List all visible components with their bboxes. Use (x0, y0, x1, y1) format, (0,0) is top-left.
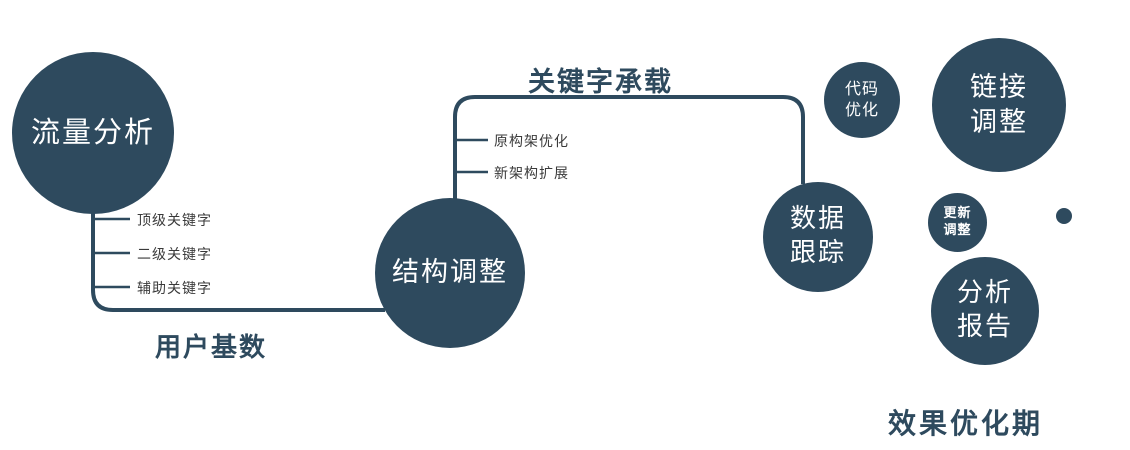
branch-label-framework-opt: 原构架优化 (494, 134, 569, 150)
dot-marker (1056, 208, 1072, 224)
node-update-adjustment: 更新 调整 (928, 193, 987, 252)
node-link-adjustment-line1: 链接 (970, 71, 1028, 103)
node-code-optimization: 代码 优化 (824, 62, 900, 138)
node-update-adjustment-line2: 调整 (943, 222, 972, 238)
edge-label-user-base: 用户基数 (155, 333, 268, 363)
node-data-tracking: 数据 跟踪 (763, 182, 873, 292)
node-analysis-report-line2: 报告 (956, 312, 1013, 342)
branch-label-framework-expand: 新架构扩展 (494, 166, 569, 182)
phase-label-effect-optimization: 效果优化期 (888, 407, 1044, 440)
node-traffic-analysis: 流量分析 (12, 52, 174, 214)
branch-label-aux-keyword: 辅助关键字 (137, 281, 212, 297)
node-structure-adjustment-label: 结构调整 (392, 257, 508, 289)
node-data-tracking-line2: 跟踪 (789, 238, 846, 268)
node-code-optimization-line2: 优化 (844, 100, 879, 119)
node-update-adjustment-line1: 更新 (943, 205, 972, 221)
path-structure-to-tracking (453, 95, 805, 212)
branch-label-second-keyword: 二级关键字 (137, 247, 212, 263)
node-code-optimization-line1: 代码 (844, 79, 879, 99)
branch-label-top-keyword: 顶级关键字 (137, 213, 212, 229)
path-traffic-to-structure (91, 200, 385, 312)
node-link-adjustment: 链接 调整 (932, 38, 1066, 172)
node-link-adjustment-line2: 调整 (970, 107, 1028, 138)
node-data-tracking-line1: 数据 (789, 204, 846, 235)
edge-label-keyword-bearing: 关键字承载 (528, 67, 673, 98)
node-structure-adjustment: 结构调整 (375, 198, 525, 348)
node-analysis-report: 分析 报告 (931, 257, 1039, 365)
node-traffic-analysis-label: 流量分析 (30, 115, 155, 150)
node-analysis-report-line1: 分析 (956, 278, 1013, 309)
